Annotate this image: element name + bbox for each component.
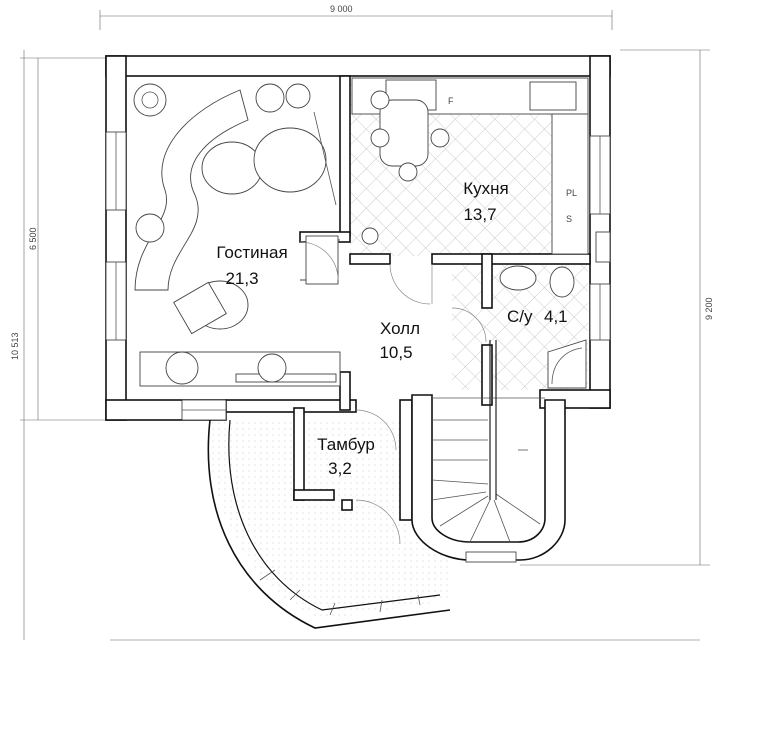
bathroom-area: 4,1 — [544, 307, 568, 326]
dishwasher-mark: PL — [566, 188, 577, 198]
porch-arc — [207, 419, 451, 629]
kitchen-area: 13,7 — [463, 205, 496, 224]
vestibule-area: 3,2 — [328, 459, 352, 478]
room-labels: Гостиная 21,3 Кухня 13,7 С/у 4,1 Холл 10… — [216, 179, 567, 478]
windows — [105, 131, 611, 563]
bathroom-name: С/у — [507, 307, 533, 326]
living-furniture — [133, 83, 341, 387]
kitchen-name: Кухня — [463, 179, 509, 198]
fridge-mark: F — [448, 96, 454, 106]
door-swings — [299, 241, 487, 545]
hall-name: Холл — [380, 319, 420, 338]
vestibule-name: Тамбур — [317, 435, 375, 454]
living-room-name: Гостиная — [216, 243, 287, 262]
dimension-left-total: 10 513 — [10, 332, 20, 360]
living-room-area: 21,3 — [225, 269, 258, 288]
dimension-right-height: 9 200 — [704, 297, 714, 320]
bathroom-fixtures — [499, 265, 587, 389]
staircase — [431, 340, 545, 543]
stove-mark: S — [566, 214, 572, 224]
kitchen-furniture: F PL S — [351, 77, 611, 263]
dimension-top-width: 9 000 — [330, 4, 353, 14]
dimension-lines — [20, 10, 710, 641]
hall-area: 10,5 — [379, 343, 412, 362]
dimension-left-inner: 6 500 — [28, 227, 38, 250]
